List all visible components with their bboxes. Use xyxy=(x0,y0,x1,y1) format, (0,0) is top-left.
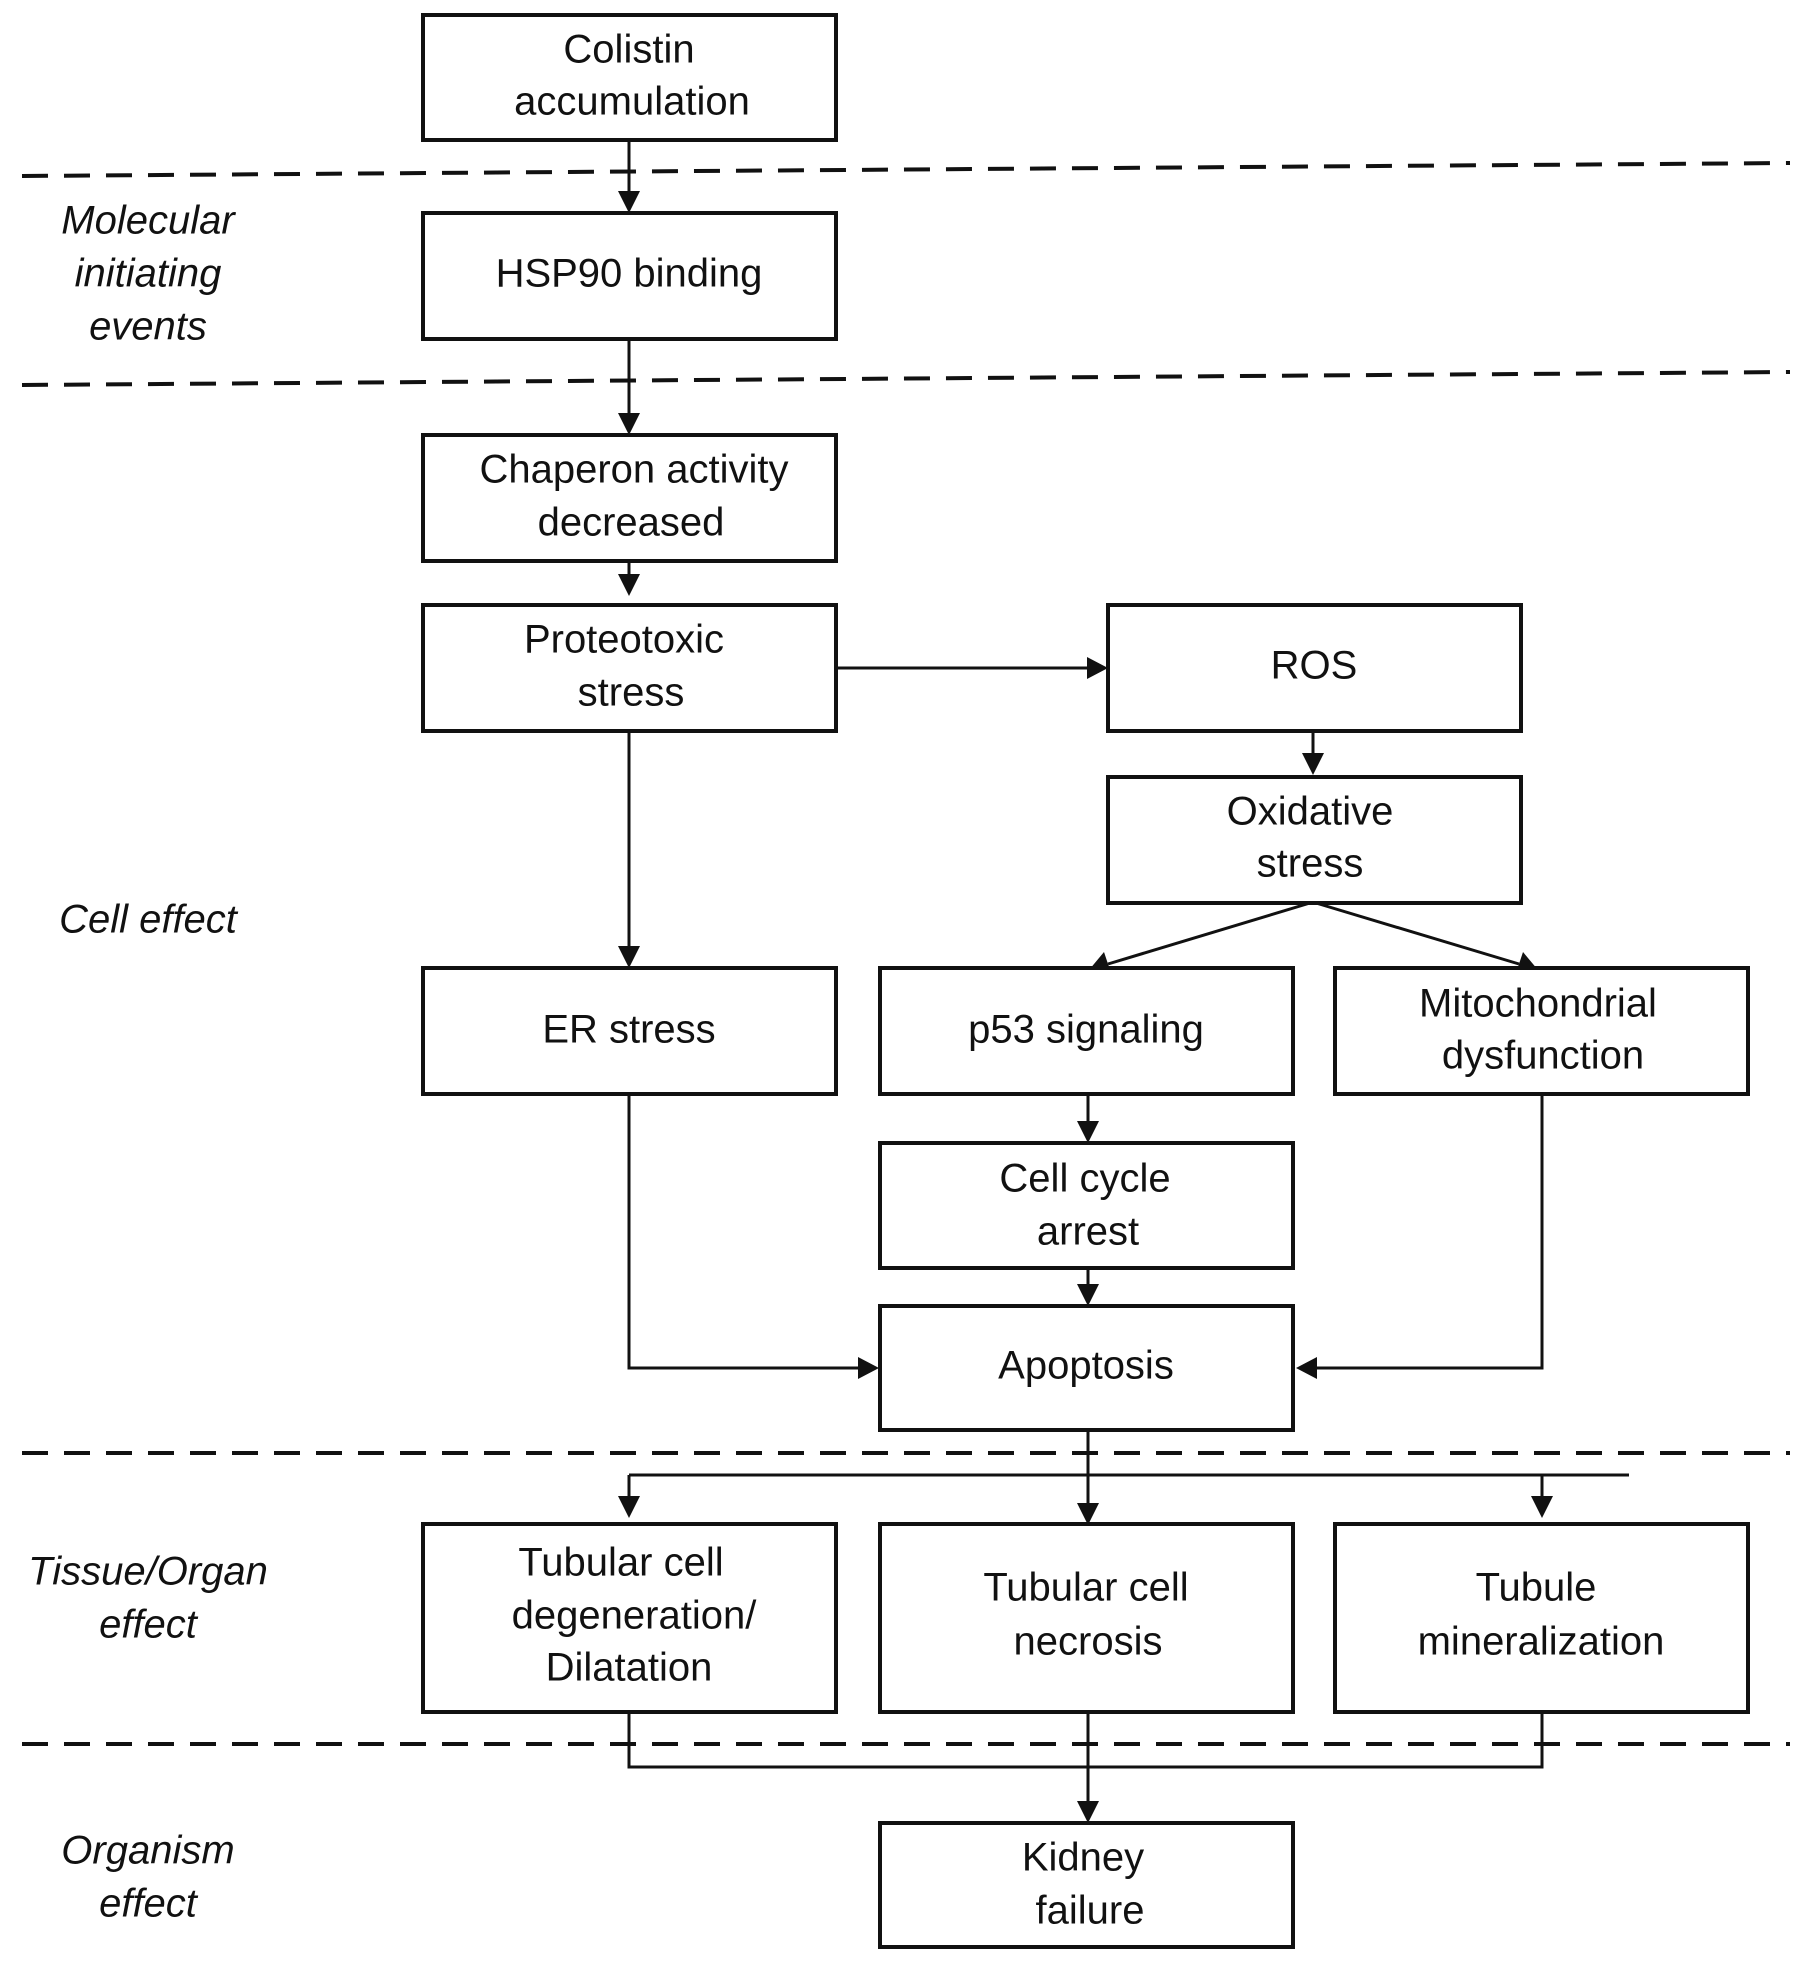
node-mitochondrial-dysfunction: Mitochondrial dysfunction xyxy=(1333,966,1750,1096)
stage-text: effect xyxy=(99,1603,199,1647)
edge-oxidative-p53 xyxy=(1107,901,1311,966)
node-p53-signaling: p53 signaling xyxy=(878,966,1295,1096)
arrowhead xyxy=(1077,1121,1099,1143)
node-text: Oxidative xyxy=(1227,790,1394,834)
arrowhead xyxy=(1296,1357,1317,1379)
node-kidney-failure: Kidney failure xyxy=(878,1821,1295,1949)
arrowhead xyxy=(858,1357,879,1379)
arrowhead xyxy=(618,191,640,213)
node-ros: ROS xyxy=(1106,603,1523,733)
node-chaperon-activity-decreased: Chaperon activity decreased xyxy=(421,433,838,563)
edges xyxy=(618,140,1629,1823)
node-text: Chaperon activity xyxy=(479,448,788,492)
divider-molecular-top xyxy=(21,161,1791,178)
node-er-stress: ER stress xyxy=(421,966,838,1096)
node-tubular-cell-degeneration: Tubular cell degeneration/ Dilatation xyxy=(421,1522,838,1714)
stage-text: initiating xyxy=(75,252,222,296)
node-text: stress xyxy=(578,671,685,715)
stage-text: effect xyxy=(99,1882,199,1926)
node-apoptosis: Apoptosis xyxy=(878,1304,1295,1432)
node-text: Apoptosis xyxy=(998,1344,1174,1388)
stage-dividers xyxy=(21,161,1791,1746)
stage-text: Organism xyxy=(61,1829,234,1873)
arrowhead xyxy=(1531,1496,1553,1518)
edge-tissue-kidney xyxy=(627,1712,1544,1803)
stage-text: Molecular xyxy=(61,199,236,243)
node-text: Proteotoxic xyxy=(524,618,724,662)
arrowhead xyxy=(1302,753,1324,775)
node-hsp90-binding: HSP90 binding xyxy=(421,211,838,341)
node-text: Cell cycle xyxy=(999,1157,1170,1201)
stage-label-organism-effect: Organism effect xyxy=(61,1829,234,1926)
stage-text: Tissue/Organ xyxy=(28,1550,268,1594)
edge-er-apoptosis xyxy=(627,1094,860,1370)
node-text: decreased xyxy=(538,501,725,545)
node-text: ROS xyxy=(1271,644,1358,688)
stage-label-tissue-organ-effect: Tissue/Organ effect xyxy=(28,1550,268,1647)
edge-oxidative-mito xyxy=(1315,901,1520,966)
node-text: accumulation xyxy=(514,80,750,124)
node-text: degeneration/ xyxy=(512,1594,758,1638)
arrowhead xyxy=(618,1496,640,1518)
edge-apoptosis-tissue xyxy=(627,1430,1629,1505)
node-tubular-cell-necrosis: Tubular cell necrosis xyxy=(878,1522,1295,1714)
node-tubule-mineralization: Tubule mineralization xyxy=(1333,1522,1750,1714)
stage-text: events xyxy=(89,305,207,349)
node-text: Colistin xyxy=(563,28,694,72)
stage-labels: Molecular initiating events Cell effect … xyxy=(28,199,268,1926)
node-text: Tubular cell xyxy=(518,1541,723,1585)
arrowhead xyxy=(1077,1284,1099,1306)
node-proteotoxic-stress: Proteotoxic stress xyxy=(421,603,838,733)
arrowhead xyxy=(1087,657,1108,679)
node-text: Dilatation xyxy=(546,1646,713,1690)
node-text: Kidney xyxy=(1022,1836,1144,1880)
node-text: arrest xyxy=(1037,1210,1139,1254)
node-text: failure xyxy=(1036,1889,1145,1933)
node-text: Tubular cell xyxy=(983,1566,1188,1610)
nodes: Colistin accumulation HSP90 binding Chap… xyxy=(421,13,1750,1949)
node-text: necrosis xyxy=(1014,1620,1163,1664)
node-text: HSP90 binding xyxy=(496,252,763,296)
arrowhead xyxy=(618,574,640,596)
node-text: ER stress xyxy=(542,1008,715,1052)
node-colistin-accumulation: Colistin accumulation xyxy=(421,13,838,142)
divider-molecular-bottom xyxy=(21,370,1791,387)
node-oxidative-stress: Oxidative stress xyxy=(1106,775,1523,905)
arrowhead xyxy=(618,946,640,968)
edge-mito-apoptosis xyxy=(1315,1094,1544,1370)
node-cell-cycle-arrest: Cell cycle arrest xyxy=(878,1141,1295,1270)
node-text: stress xyxy=(1257,842,1364,886)
arrowhead xyxy=(618,413,640,435)
node-text: dysfunction xyxy=(1442,1034,1644,1078)
stage-label-molecular-initiating-events: Molecular initiating events xyxy=(61,199,236,349)
node-text: Mitochondrial xyxy=(1419,982,1657,1026)
arrowhead xyxy=(1077,1801,1099,1823)
node-text: p53 signaling xyxy=(968,1008,1204,1052)
node-text: mineralization xyxy=(1418,1620,1665,1664)
node-text: Tubule xyxy=(1476,1566,1597,1610)
stage-text: Cell effect xyxy=(59,898,239,942)
stage-label-cell-effect: Cell effect xyxy=(59,898,239,942)
arrowhead xyxy=(1077,1503,1099,1525)
